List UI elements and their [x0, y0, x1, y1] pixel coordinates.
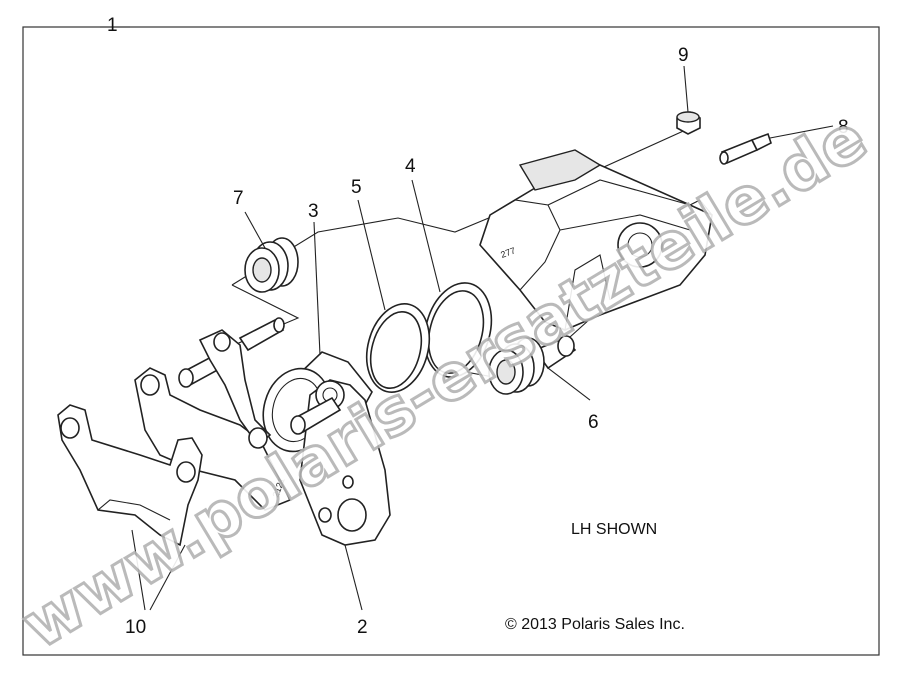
callout-1: 1 — [107, 15, 118, 36]
callout-10: 10 — [125, 617, 146, 638]
leader-line-10a — [131, 529, 146, 611]
leader-line-9 — [683, 65, 689, 113]
leader-line-7 — [244, 211, 266, 249]
dust-seal — [365, 303, 431, 393]
callout-2: 2 — [357, 617, 368, 638]
callout-5: 5 — [351, 177, 362, 198]
copyright-note: © 2013 Polaris Sales Inc. — [505, 616, 685, 633]
callout-7: 7 — [233, 188, 244, 209]
callout-3: 3 — [308, 201, 319, 222]
caliper-part-mark: 277 — [499, 245, 517, 260]
diagram-frame — [22, 26, 880, 656]
callout-4: 4 — [405, 156, 416, 177]
leader-line-8 — [769, 125, 834, 139]
leader-line-10b — [149, 544, 186, 611]
bleeder-cap — [676, 111, 701, 135]
piston-seal — [423, 282, 493, 378]
callout-6: 6 — [588, 412, 599, 433]
callout-8: 8 — [838, 117, 849, 138]
callout-9: 9 — [678, 45, 689, 66]
brake-pad-inner: 2121 — [134, 329, 292, 511]
leader-line-2 — [344, 544, 363, 611]
leader-line-3 — [313, 221, 321, 356]
dust-boot-right — [488, 335, 577, 395]
bleeder-screw — [719, 132, 772, 165]
lh-shown-note: LH SHOWN — [571, 521, 657, 538]
dust-boot-left — [244, 237, 299, 293]
leader-line-5 — [357, 199, 386, 311]
brake-pad-outer — [57, 404, 203, 547]
caliper-bracket — [290, 379, 391, 546]
leader-line-4 — [411, 179, 441, 293]
leader-line-6 — [547, 367, 591, 401]
caliper-housing: 277 — [479, 149, 713, 331]
